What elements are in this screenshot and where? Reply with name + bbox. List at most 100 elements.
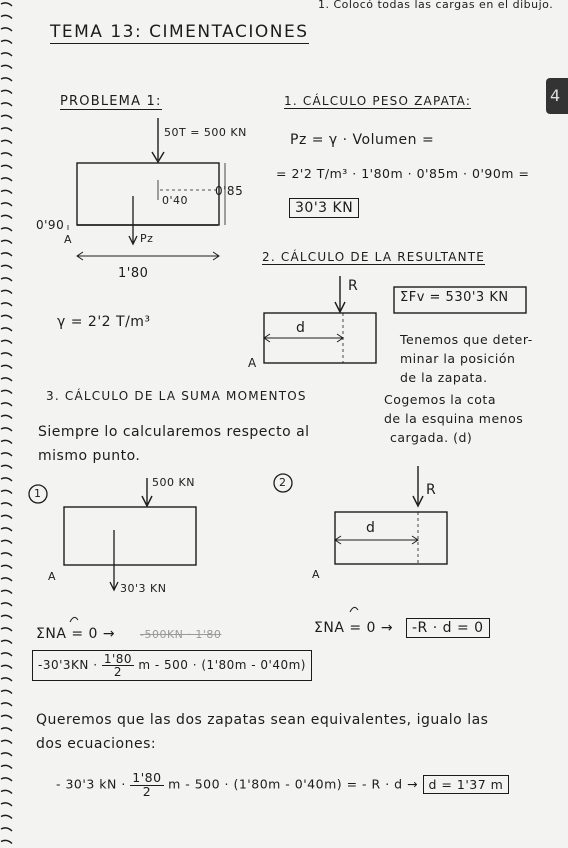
spiral-coil (0, 152, 13, 157)
d-arrow-left (263, 333, 271, 343)
spiral-coil (0, 689, 13, 695)
spiral-coil (0, 714, 13, 720)
spiral-coil (0, 577, 13, 582)
spiral-coil (0, 52, 13, 57)
step2-sum: ΣFv = 530'3 KN (400, 290, 509, 305)
spiral-coil (0, 227, 13, 232)
point-a-label: A (64, 233, 73, 246)
spiral-coil (0, 239, 13, 245)
case1-result-pre: -30'3KN · (38, 658, 98, 672)
spiral-coil (0, 77, 13, 82)
conclusion-eq-post: m - 500 · (1'80m - 0'40m) = - R · d → (168, 776, 419, 792)
step2-d-label: d (296, 320, 306, 336)
depth-dim-label: 0'90 (36, 218, 65, 232)
moment-curl-2 (349, 606, 359, 613)
step2-note-4: Cogemos la cota (384, 392, 496, 407)
spiral-coil (0, 527, 13, 532)
spiral-coil (0, 314, 13, 320)
case1-weight-head (109, 581, 119, 592)
spiral-coil (0, 364, 13, 370)
spiral-coil (0, 339, 13, 345)
case1-result-post: m - 500 · (1'80m - 0'40m) (138, 658, 306, 672)
spiral-coil (0, 489, 13, 495)
spiral-coil (0, 39, 13, 45)
load-arrow-head (151, 151, 165, 164)
case2-result: -R · d = 0 (406, 618, 490, 638)
case2-rect (334, 511, 448, 565)
case1-eq-struck: -500KN · 1'80 (140, 628, 222, 641)
load-label: 50T = 500 KN (164, 126, 247, 139)
spiral-coil (0, 127, 13, 132)
spiral-coil (0, 64, 13, 70)
spiral-coil (0, 439, 13, 445)
spiral-coil (0, 389, 13, 395)
spiral-coil (0, 639, 13, 645)
case1-circle (28, 484, 48, 504)
conclusion-frac-num: 1'80 (130, 770, 164, 786)
spiral-coil (0, 702, 13, 707)
step2-note-6: cargada. (d) (390, 430, 473, 445)
conclusion-answer: d = 1'37 m (422, 774, 510, 794)
spiral-coil (0, 652, 13, 657)
case2-r-head (412, 495, 424, 508)
spiral-coil (0, 264, 13, 270)
pz-label: Pz (140, 232, 154, 245)
spiral-coil (0, 839, 13, 845)
spiral-coil (0, 2, 13, 7)
r-arrow-head (334, 301, 346, 314)
spiral-coil (0, 814, 13, 820)
footing-rect (76, 162, 220, 226)
case1-load-head (141, 495, 153, 508)
spiral-coil (0, 302, 13, 307)
spiral-coil (0, 802, 13, 807)
spiral-binding (0, 2, 13, 845)
spiral-coil (0, 602, 13, 607)
moment-curl-1 (69, 616, 79, 623)
conclusion-line2: dos ecuaciones: (36, 736, 157, 752)
spiral-coil (0, 214, 13, 220)
step2-note-5: de la esquina menos (384, 411, 524, 426)
spiral-coil (0, 277, 13, 282)
spiral-coil (0, 177, 13, 182)
spiral-coil (0, 414, 13, 420)
step3-title: 3. CÁLCULO DE LA SUMA MOMENTOS (46, 389, 307, 403)
spiral-coil (0, 377, 13, 382)
step2-note-2: minar la posición (400, 351, 516, 366)
spiral-coil (0, 764, 13, 770)
case1-load: 500 KN (152, 476, 195, 489)
sum-box (393, 286, 527, 314)
page-tab: 4 (546, 78, 568, 114)
case2-d-label: d (366, 520, 376, 536)
step1-title: 1. CÁLCULO PESO ZAPATA: (284, 94, 472, 109)
gamma-label: γ = 2'2 T/m³ (57, 314, 151, 330)
case1-rect (63, 506, 197, 566)
case1-point-a: A (48, 570, 57, 583)
width-label: 1'80 (118, 266, 149, 281)
spiral-coil (0, 564, 13, 570)
spiral-coil (0, 514, 13, 520)
spiral-coil (0, 827, 13, 832)
spiral-coil (0, 752, 13, 757)
spiral-coil (0, 777, 13, 782)
width-arrow-right (212, 251, 220, 261)
tab-number: 4 (550, 86, 561, 105)
spiral-coil (0, 14, 13, 20)
conclusion-eq-pre: - 30'3 kN · (56, 776, 126, 792)
page-title: TEMA 13: CIMENTACIONES (50, 22, 309, 44)
step3-intro-2: mismo punto. (38, 448, 141, 464)
step2-point-a: A (248, 356, 257, 370)
height-dim-label: 0'85 (215, 184, 244, 198)
spiral-coil (0, 139, 13, 145)
width-arrow-left (76, 251, 84, 261)
step1-line2: = 2'2 T/m³ · 1'80m · 0'85m · 0'90m = (276, 166, 530, 181)
case1-num: 1 (34, 487, 42, 500)
step1-result: 30'3 KN (289, 198, 360, 218)
step2-note-3: de la zapata. (400, 370, 488, 385)
spiral-coil (0, 164, 13, 170)
spiral-coil (0, 502, 13, 507)
spiral-coil (0, 664, 13, 670)
case2-num: 2 (279, 476, 287, 489)
spiral-coil (0, 739, 13, 745)
